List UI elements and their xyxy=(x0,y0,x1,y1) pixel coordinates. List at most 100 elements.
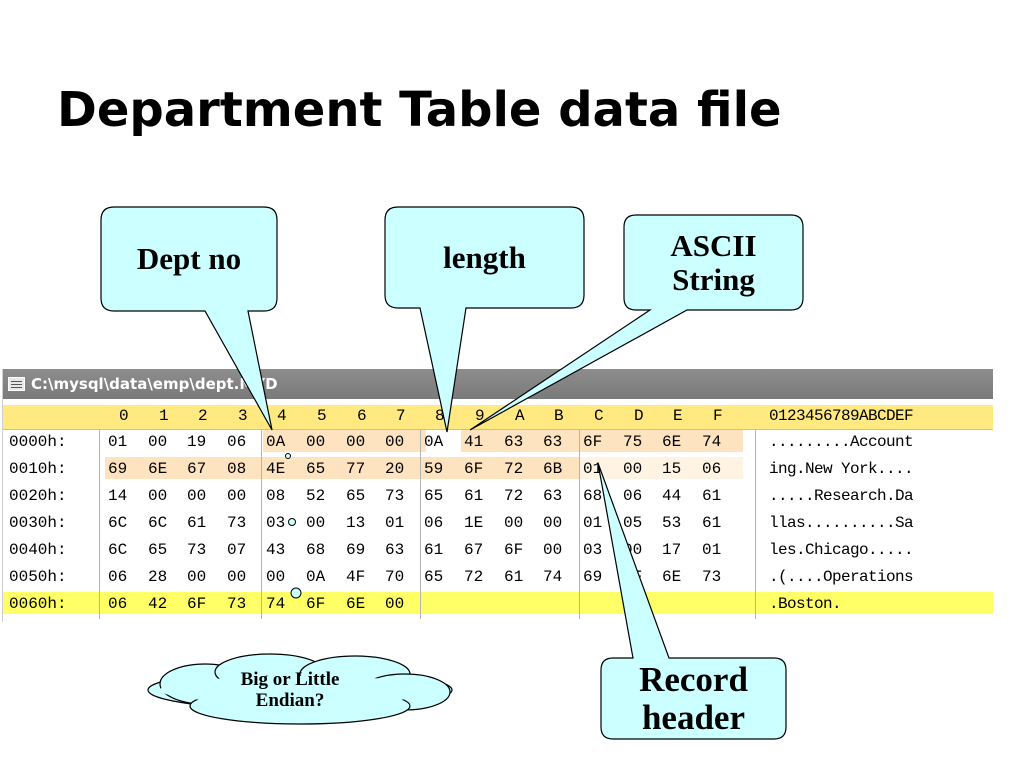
hex-byte[interactable]: 72 xyxy=(464,568,484,586)
hex-byte[interactable]: 63 xyxy=(543,487,563,505)
hex-byte[interactable]: 6E xyxy=(662,568,682,586)
hex-byte[interactable]: 00 xyxy=(346,433,366,451)
hex-byte[interactable]: 00 xyxy=(385,595,405,613)
hex-byte[interactable]: 00 xyxy=(187,568,207,586)
hex-byte[interactable]: 01 xyxy=(583,514,603,532)
hex-byte[interactable]: 00 xyxy=(543,514,563,532)
hex-byte[interactable]: 69 xyxy=(346,541,366,559)
hex-byte[interactable]: 00 xyxy=(306,514,326,532)
hex-byte[interactable]: 6E xyxy=(148,460,168,478)
hex-byte[interactable]: 6F xyxy=(187,595,207,613)
hex-byte[interactable]: 0A xyxy=(424,433,444,451)
hex-byte[interactable]: 65 xyxy=(346,487,366,505)
hex-byte[interactable]: 61 xyxy=(464,487,484,505)
ascii-text[interactable]: ing.New York.... xyxy=(769,460,914,478)
hex-byte[interactable]: 70 xyxy=(385,568,405,586)
hex-byte[interactable]: 13 xyxy=(346,514,366,532)
hex-byte[interactable]: 00 xyxy=(227,568,247,586)
ascii-text[interactable]: .(....Operations xyxy=(769,568,914,586)
hex-byte[interactable]: 06 xyxy=(623,487,643,505)
hex-byte[interactable]: 73 xyxy=(187,541,207,559)
hex-byte[interactable]: 20 xyxy=(385,460,405,478)
hex-byte[interactable]: 00 xyxy=(623,460,643,478)
hex-byte[interactable]: 6C xyxy=(108,541,128,559)
hex-byte[interactable]: 6C xyxy=(108,514,128,532)
hex-byte[interactable]: 6E xyxy=(346,595,366,613)
hex-byte[interactable]: 19 xyxy=(187,433,207,451)
hex-byte[interactable]: 6F xyxy=(504,541,524,559)
window-titlebar[interactable]: C:\mysql\data\emp\dept.MYD xyxy=(3,369,993,399)
ascii-text[interactable]: .........Account xyxy=(769,433,914,451)
hex-byte[interactable]: 65 xyxy=(424,568,444,586)
hex-byte[interactable]: 77 xyxy=(346,460,366,478)
hex-byte[interactable]: 74 xyxy=(543,568,563,586)
hex-byte[interactable]: 00 xyxy=(148,487,168,505)
hex-byte[interactable]: 69 xyxy=(108,460,128,478)
hex-byte[interactable]: 01 xyxy=(108,433,128,451)
hex-byte[interactable]: 03 xyxy=(583,541,603,559)
hex-byte[interactable]: 00 xyxy=(504,514,524,532)
ascii-text[interactable]: llas..........Sa xyxy=(769,514,914,532)
hex-byte[interactable]: 63 xyxy=(385,541,405,559)
hex-byte[interactable]: 07 xyxy=(227,541,247,559)
hex-byte[interactable]: 73 xyxy=(385,487,405,505)
hex-byte[interactable]: 6F xyxy=(464,460,484,478)
hex-byte[interactable]: 00 xyxy=(227,487,247,505)
ascii-text[interactable]: .....Research.Da xyxy=(769,487,914,505)
hex-byte[interactable]: 05 xyxy=(623,514,643,532)
hex-byte[interactable]: 1E xyxy=(464,514,484,532)
hex-byte[interactable]: 41 xyxy=(464,433,484,451)
hex-byte[interactable]: 73 xyxy=(227,514,247,532)
hex-byte[interactable]: 75 xyxy=(623,433,643,451)
hex-byte[interactable]: 61 xyxy=(504,568,524,586)
hex-byte[interactable]: 15 xyxy=(662,460,682,478)
hex-byte[interactable]: 43 xyxy=(266,541,286,559)
hex-byte[interactable]: 72 xyxy=(504,460,524,478)
hex-byte[interactable]: 63 xyxy=(504,433,524,451)
hex-byte[interactable]: 0A xyxy=(306,568,326,586)
hex-byte[interactable]: 28 xyxy=(148,568,168,586)
hex-byte[interactable]: 42 xyxy=(148,595,168,613)
hex-byte[interactable]: 53 xyxy=(662,514,682,532)
hex-byte[interactable]: 00 xyxy=(148,433,168,451)
hex-byte[interactable]: 0A xyxy=(266,433,286,451)
hex-byte[interactable]: 65 xyxy=(424,487,444,505)
hex-byte[interactable]: 6F xyxy=(583,433,603,451)
hex-byte[interactable]: 52 xyxy=(306,487,326,505)
hex-byte[interactable]: 6B xyxy=(543,460,563,478)
hex-byte[interactable]: 03 xyxy=(266,514,286,532)
hex-byte[interactable]: 74 xyxy=(702,433,722,451)
hex-byte[interactable]: 65 xyxy=(148,541,168,559)
hex-byte[interactable]: 61 xyxy=(424,541,444,559)
hex-byte[interactable]: 74 xyxy=(266,595,286,613)
hex-byte[interactable]: 69 xyxy=(583,568,603,586)
hex-byte[interactable]: 44 xyxy=(662,487,682,505)
hex-byte[interactable]: 08 xyxy=(266,487,286,505)
hex-byte[interactable]: 6E xyxy=(662,433,682,451)
hex-byte[interactable]: 17 xyxy=(662,541,682,559)
hex-byte[interactable]: 72 xyxy=(504,487,524,505)
hex-byte[interactable]: 73 xyxy=(702,568,722,586)
hex-byte[interactable]: 01 xyxy=(702,541,722,559)
hex-byte[interactable]: 00 xyxy=(266,568,286,586)
hex-byte[interactable]: 63 xyxy=(543,433,563,451)
hex-byte[interactable]: 01 xyxy=(583,460,603,478)
hex-byte[interactable]: 67 xyxy=(464,541,484,559)
ascii-text[interactable]: .Boston. xyxy=(769,595,842,613)
hex-byte[interactable]: 4F xyxy=(346,568,366,586)
hex-byte[interactable]: 65 xyxy=(306,460,326,478)
hex-byte[interactable]: 00 xyxy=(306,433,326,451)
hex-byte[interactable]: 06 xyxy=(702,460,722,478)
hex-byte[interactable]: 61 xyxy=(702,487,722,505)
hex-byte[interactable]: 06 xyxy=(108,568,128,586)
hex-byte[interactable]: 00 xyxy=(543,541,563,559)
hex-byte[interactable]: 4E xyxy=(266,460,286,478)
hex-byte[interactable]: 59 xyxy=(424,460,444,478)
hex-byte[interactable]: 6C xyxy=(148,514,168,532)
hex-byte[interactable]: 06 xyxy=(108,595,128,613)
hex-byte[interactable]: 61 xyxy=(187,514,207,532)
hex-byte[interactable]: 68 xyxy=(306,541,326,559)
hex-byte[interactable]: 00 xyxy=(385,433,405,451)
hex-byte[interactable]: 06 xyxy=(424,514,444,532)
hex-byte[interactable]: 00 xyxy=(187,487,207,505)
